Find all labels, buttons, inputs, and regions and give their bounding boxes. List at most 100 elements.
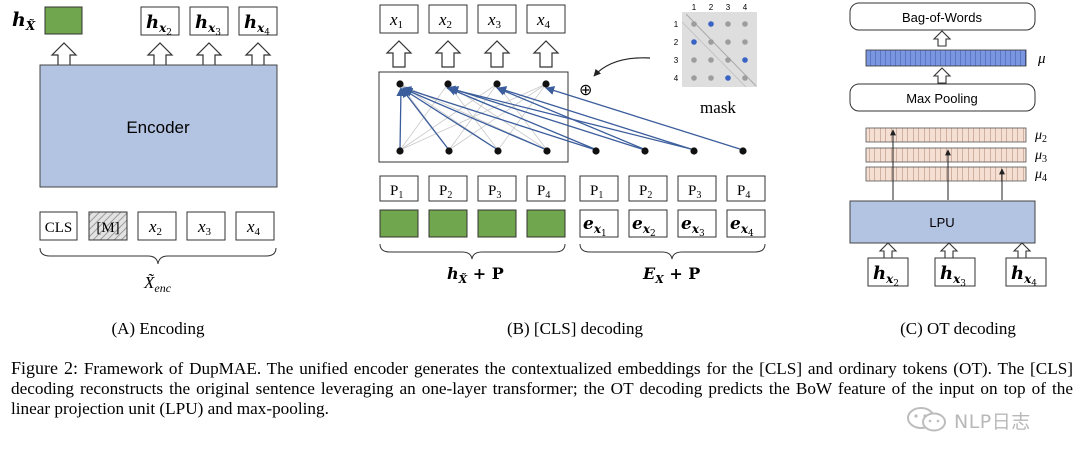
lpu-block bbox=[849, 200, 1036, 244]
svg-text:P1: P1 bbox=[590, 183, 603, 201]
hollow-up-arrow-icon bbox=[932, 67, 952, 84]
mu-row bbox=[865, 166, 1027, 182]
svg-text:hx4: hx4 bbox=[1011, 263, 1037, 289]
mask-curve-arrow bbox=[593, 57, 651, 77]
lpu-label: LPU bbox=[929, 215, 954, 230]
right-brace-label: EX + P bbox=[642, 264, 700, 286]
lpu-output-arrows bbox=[890, 129, 1005, 200]
cls-token: CLS bbox=[45, 220, 73, 236]
svg-text:1: 1 bbox=[692, 3, 697, 12]
svg-text:ex2: ex2 bbox=[632, 214, 656, 239]
watermark: NLP日志 bbox=[907, 407, 1031, 434]
attention-mask-grid: 1 2 3 4 1 2 3 4 bbox=[674, 3, 757, 88]
mu-row bbox=[865, 147, 1027, 163]
hollow-up-arrow-icon bbox=[932, 30, 952, 47]
mask-token-box bbox=[88, 211, 128, 241]
position-labels: P1 P2 P3 P4 P1 P2 P3 P4 bbox=[379, 175, 766, 202]
max-pooling-box bbox=[849, 83, 1036, 112]
decoder-output-box bbox=[428, 4, 468, 34]
encoder-output-box bbox=[238, 6, 278, 36]
hollow-up-arrow-icon bbox=[483, 40, 511, 68]
bow-label: Bag-of-Words bbox=[902, 10, 982, 25]
lpu-input-tokens: hx2 hx3 hx4 bbox=[867, 257, 1047, 289]
svg-text:ex4: ex4 bbox=[730, 214, 754, 239]
transformer-nodes bbox=[396, 80, 747, 155]
panel-b: x1 x2 x3 x4 bbox=[378, 3, 766, 338]
cls-output-box bbox=[44, 6, 83, 35]
cls-embedding-boxes bbox=[379, 209, 566, 238]
mu-label: μ bbox=[1037, 51, 1046, 67]
svg-text:1: 1 bbox=[674, 20, 679, 29]
bow-box bbox=[849, 2, 1036, 31]
svg-text:2: 2 bbox=[709, 3, 714, 12]
encoder-output-token: hx2 bbox=[146, 12, 172, 38]
svg-text:P3: P3 bbox=[488, 183, 501, 201]
encoder-label: Encoder bbox=[126, 118, 190, 137]
visible-attention-arrows bbox=[396, 85, 744, 151]
figure-caption: Figure 2: Framework of DupMAE. The unifi… bbox=[11, 358, 1073, 419]
svg-text:μ4: μ4 bbox=[1034, 167, 1047, 184]
svg-text:P1: P1 bbox=[390, 183, 403, 201]
svg-text:hx2: hx2 bbox=[873, 263, 899, 289]
decoder-output-token: x2 bbox=[438, 10, 452, 31]
plus-circle-icon: ⊕ bbox=[579, 82, 592, 99]
encoder-input-tokens: CLS [M] x2 x3 x4 bbox=[39, 211, 275, 241]
svg-text:3: 3 bbox=[674, 56, 679, 65]
svg-text:P2: P2 bbox=[439, 183, 452, 201]
token-embedding-boxes: ex1 ex2 ex3 ex4 bbox=[579, 209, 766, 239]
input-token-box bbox=[235, 211, 275, 241]
svg-text:P3: P3 bbox=[688, 183, 701, 201]
encoder-output-box bbox=[189, 6, 229, 36]
svg-text:hx3: hx3 bbox=[940, 263, 966, 289]
lpu-input-arrows bbox=[878, 242, 1032, 259]
svg-text:P4: P4 bbox=[537, 183, 550, 201]
decoder-output-token: x1 bbox=[389, 10, 403, 31]
hollow-up-arrow-icon bbox=[434, 40, 462, 68]
left-brace bbox=[379, 243, 566, 260]
input-token: x3 bbox=[197, 217, 212, 238]
mask-label: mask bbox=[700, 98, 736, 117]
right-brace bbox=[579, 243, 766, 260]
svg-text:4: 4 bbox=[674, 74, 679, 83]
encoder-block bbox=[39, 64, 278, 188]
hollow-up-arrow-icon bbox=[1012, 242, 1032, 259]
svg-text:4: 4 bbox=[743, 3, 748, 12]
input-brace-label: X̃enc bbox=[143, 273, 172, 295]
wechat-logo-icon bbox=[907, 407, 946, 432]
mask-token: [M] bbox=[96, 220, 119, 236]
encoder-output-token: hx3 bbox=[195, 12, 221, 38]
svg-text:ex3: ex3 bbox=[681, 214, 705, 239]
input-token-box bbox=[137, 211, 177, 241]
panel-b-caption: (B) [CLS] decoding bbox=[507, 319, 643, 338]
cls-output-label: hX̃ bbox=[12, 9, 36, 33]
decoder-output-tokens: x1 x2 x3 x4 bbox=[379, 4, 566, 34]
decoder-output-token: x3 bbox=[487, 10, 502, 31]
left-brace-label: hX̃ + P bbox=[447, 264, 504, 286]
attention-lines bbox=[399, 83, 548, 151]
svg-text:ex1: ex1 bbox=[583, 214, 607, 239]
svg-text:μ3: μ3 bbox=[1034, 148, 1047, 165]
decoder-output-box bbox=[526, 4, 566, 34]
mu-vector bbox=[865, 49, 1027, 67]
input-brace bbox=[39, 247, 277, 265]
panel-a: hX̃ hx2 hx3 hx4 Encoder CLS [M] bbox=[12, 6, 278, 338]
decoder-output-arrows bbox=[385, 40, 560, 68]
svg-text:2: 2 bbox=[674, 38, 679, 47]
mu-rows: μ2 μ3 μ4 bbox=[865, 127, 1047, 184]
encoder-output-box bbox=[140, 6, 180, 36]
mu-row bbox=[865, 127, 1027, 143]
figure-caption-text: Framework of DupMAE. The unified encoder… bbox=[11, 359, 1073, 418]
svg-text:P4: P4 bbox=[737, 183, 750, 201]
watermark-text: NLP日志 bbox=[954, 411, 1031, 433]
encoder-output-token: hx4 bbox=[244, 12, 270, 38]
panel-c: Bag-of-Words μ Max Pooling μ2 μ3 μ4 LPU bbox=[849, 2, 1047, 338]
hollow-up-arrow-icon bbox=[878, 242, 898, 259]
encoder-output-tokens: hx2 hx3 hx4 bbox=[140, 6, 278, 38]
panel-c-caption: (C) OT decoding bbox=[900, 319, 1016, 338]
decoder-output-box bbox=[477, 4, 517, 34]
input-token: x4 bbox=[246, 217, 261, 238]
input-token-box bbox=[186, 211, 226, 241]
input-token: x2 bbox=[148, 217, 162, 238]
svg-text:P2: P2 bbox=[639, 183, 652, 201]
